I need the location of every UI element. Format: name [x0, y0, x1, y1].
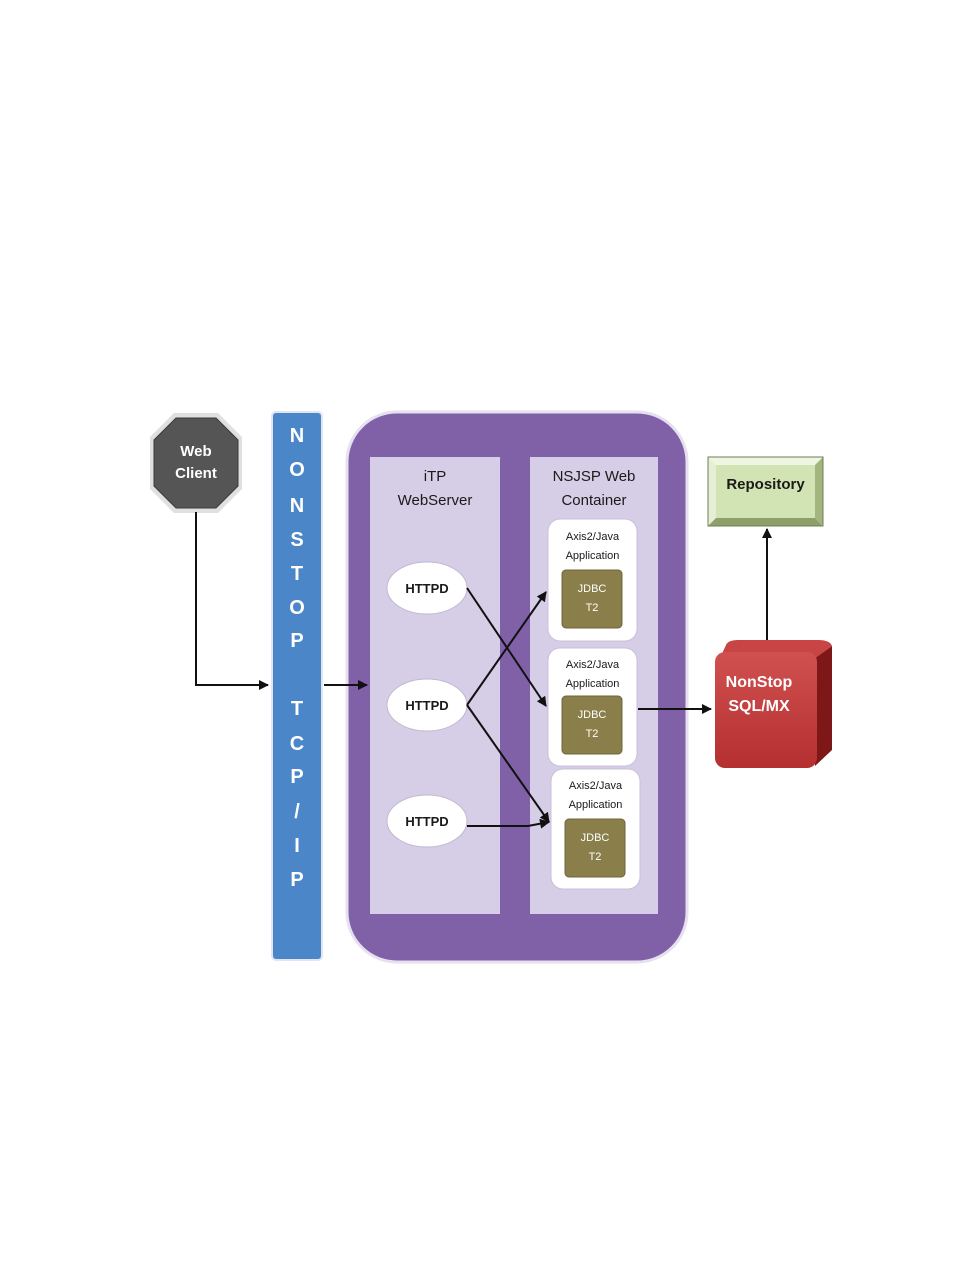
jdbc-label: JDBC T2: [562, 696, 622, 754]
repository-bevel-right: [815, 457, 823, 526]
tcp-letter: /: [272, 800, 322, 824]
tcp-letter: P: [272, 765, 322, 789]
jdbc-label: JDBC T2: [562, 570, 622, 628]
connector-client-to-tcp: [196, 512, 268, 685]
httpd-label: HTTPD: [387, 576, 467, 600]
tcp-letter: C: [272, 732, 322, 756]
tcp-letter: P: [272, 868, 322, 892]
tcp-letter: N: [272, 424, 322, 448]
tcp-letter: T: [272, 697, 322, 721]
repository-label: Repository: [716, 465, 815, 503]
tcp-letter: O: [272, 596, 322, 620]
nsjsp-container-title: NSJSP Web Container: [530, 464, 658, 514]
app-label: Axis2/Java Application: [548, 527, 637, 567]
repository-bevel-left: [708, 457, 716, 526]
httpd-label: HTTPD: [387, 809, 467, 833]
repository-bevel-bottom: [708, 518, 823, 526]
tcp-letter: O: [272, 458, 322, 482]
itp-webserver-title: iTP WebServer: [370, 464, 500, 514]
tcp-letter: P: [272, 629, 322, 653]
httpd-label: HTTPD: [387, 693, 467, 717]
jdbc-label: JDBC T2: [565, 819, 625, 877]
tcp-letter: S: [272, 528, 322, 552]
sqlmx-side: [815, 646, 832, 766]
app-label: Axis2/Java Application: [548, 655, 637, 695]
repository-bevel-top: [708, 457, 823, 465]
tcp-letter: T: [272, 562, 322, 586]
web-client-label: Web Client: [154, 418, 238, 508]
tcp-letter: I: [272, 834, 322, 858]
tcp-letter: N: [272, 494, 322, 518]
app-label: Axis2/Java Application: [551, 776, 640, 816]
sqlmx-label: NonStop SQL/MX: [715, 664, 803, 726]
